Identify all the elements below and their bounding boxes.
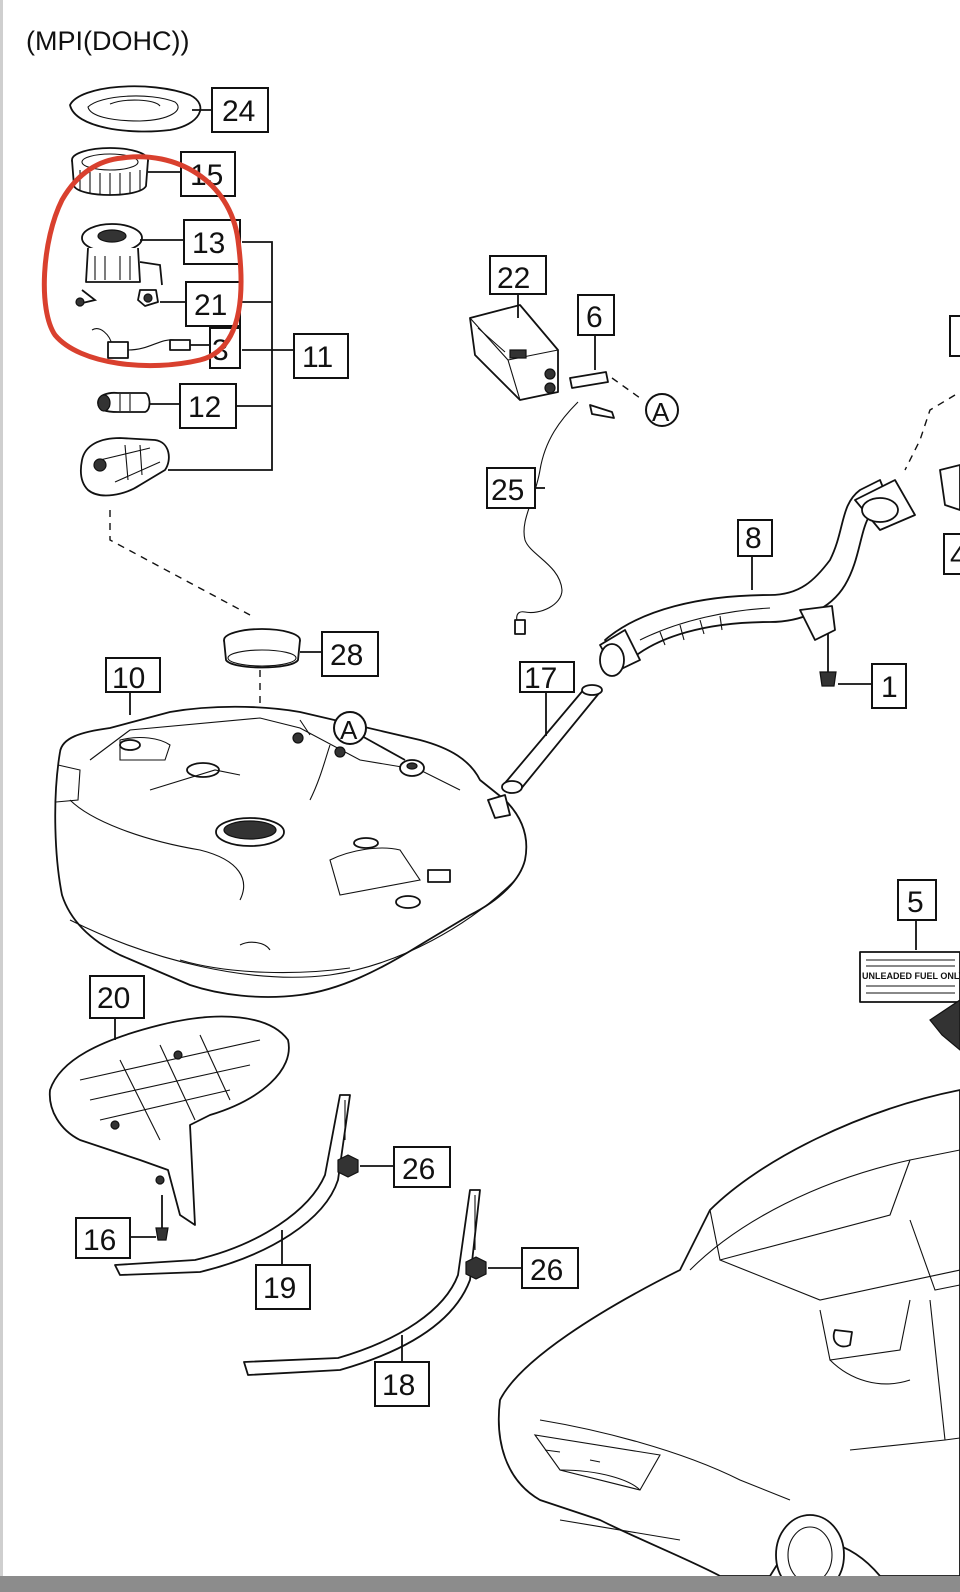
part-10-fuel-tank: [54, 705, 528, 998]
callout-5: 5: [907, 886, 924, 919]
part-5-fuel-label: UNLEADED FUEL ONLY: [859, 951, 960, 1003]
callout-15: 15: [190, 159, 223, 192]
part-25-vapor-tube: [514, 401, 615, 635]
part-12-fuel-pump: [97, 391, 151, 413]
callout-26-a: 26: [402, 1153, 435, 1186]
callout-4: 4: [950, 540, 960, 573]
callout-8: 8: [745, 522, 762, 555]
part-13-pump-module: [75, 223, 163, 307]
callout-28: 28: [330, 639, 363, 672]
callout-12: 12: [188, 391, 221, 424]
callout-18: 18: [382, 1369, 415, 1402]
callout-19: 19: [263, 1272, 296, 1305]
part-module-base: [80, 437, 170, 497]
part-18-strap: [243, 1189, 481, 1376]
page-left-edge: [0, 0, 3, 1576]
part-16-screw: [155, 1195, 169, 1241]
callout-24: 24: [222, 95, 255, 128]
callout-25: 25: [491, 474, 524, 507]
callout-10: 10: [112, 662, 145, 695]
callout-13: 13: [192, 227, 225, 260]
part-26-nut-b: [465, 1256, 487, 1280]
engine-label: (MPI(DOHC)): [26, 26, 189, 56]
callout-16: 16: [83, 1224, 116, 1257]
part-8-filler-neck: [599, 394, 960, 677]
highlight-circle: [41, 154, 244, 369]
callout-20: 20: [97, 982, 130, 1015]
bottom-toolbar-strip: [0, 1576, 960, 1592]
part-17-filler-hose: [501, 684, 603, 794]
connector-a-tank: A: [340, 715, 358, 745]
callout-17: 17: [524, 662, 557, 695]
part-26-nut-a: [337, 1154, 359, 1178]
part-19-strap: [114, 1094, 351, 1276]
part-6-hose: [569, 371, 641, 399]
callout-11: 11: [302, 341, 333, 374]
part-22-canister: [469, 304, 559, 401]
part-1-bolt: [819, 634, 837, 687]
part-21-sender: [137, 289, 159, 307]
vehicle-outline: [497, 1089, 960, 1592]
part-24-gasket: [69, 85, 202, 133]
callout-22: 22: [497, 262, 530, 295]
part-20-protector: [48, 1015, 290, 1226]
connector-a-top: A: [652, 397, 670, 427]
callout-6: 6: [586, 301, 603, 334]
label-card-text: UNLEADED FUEL ONLY: [862, 971, 960, 981]
callout-26-b: 26: [530, 1254, 563, 1287]
part-28-ring: [223, 628, 301, 669]
callout-21: 21: [194, 289, 227, 322]
part-3-wiring: [91, 328, 191, 359]
callout-1: 1: [881, 671, 898, 704]
